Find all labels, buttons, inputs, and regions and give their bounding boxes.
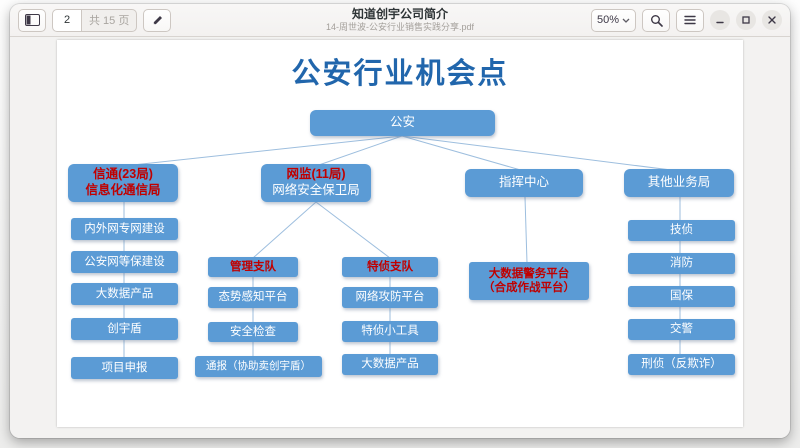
- org-node-bigdata-police-line1: 大数据警务平台: [488, 267, 570, 280]
- org-node-root: 公安: [310, 110, 495, 136]
- pdf-viewer-window: 2 共 15 页 知道创宇公司简介 14-周世波-公安行业销售实践分享.pdf …: [10, 4, 790, 438]
- pen-icon: [151, 14, 164, 27]
- org-node-traffic-police: 交警: [628, 319, 735, 340]
- org-node-wangjian: 网监(11局) 网络安全保卫局: [261, 164, 371, 202]
- org-node-xintong-line1: 信通(23局): [93, 167, 153, 182]
- minimize-icon: [715, 15, 725, 25]
- sidebar-toggle-button[interactable]: [18, 8, 46, 32]
- close-icon: [767, 15, 777, 25]
- maximize-icon: [741, 15, 751, 25]
- chevron-down-icon: [622, 18, 630, 23]
- page-total-label: 共 15 页: [82, 8, 138, 32]
- zoom-level-dropdown[interactable]: 50%: [590, 8, 636, 32]
- menu-button[interactable]: [676, 8, 704, 32]
- org-node-attack-defense-platform: 网络攻防平台: [342, 287, 438, 308]
- org-node-bigdata-police-platform: 大数据警务平台 （合成作战平台）: [469, 262, 589, 300]
- document-viewport[interactable]: 公安行业机会点 公安: [10, 37, 790, 438]
- org-node-other-bureaus: 其他业务局: [624, 169, 734, 197]
- org-node-xintong: 信通(23局) 信息化通信局: [68, 164, 178, 202]
- pdf-page: 公安行业机会点 公安: [57, 40, 743, 427]
- page-navigation-group: 2 共 15 页: [52, 8, 138, 32]
- org-node-wangjian-line2: 网络安全保卫局: [272, 183, 360, 197]
- org-node-criminal-invest: 刑侦（反欺诈）: [628, 354, 735, 375]
- headerbar-right: 50%: [590, 8, 782, 32]
- search-icon: [650, 14, 663, 27]
- org-node-security-check: 安全检查: [208, 322, 298, 342]
- org-node-fire: 消防: [628, 253, 735, 274]
- zoom-level-value: 50%: [596, 14, 619, 26]
- org-node-command-center: 指挥中心: [465, 169, 583, 197]
- headerbar-left: 2 共 15 页: [18, 8, 172, 32]
- org-node-notification: 通报（协助卖创宇盾）: [195, 356, 322, 377]
- org-node-situation-platform: 态势感知平台: [208, 287, 298, 308]
- org-node-bigdata-police-line2: （合成作战平台）: [483, 282, 575, 294]
- minimize-button[interactable]: [710, 10, 730, 30]
- org-node-jizhen: 技侦: [628, 220, 735, 241]
- search-button[interactable]: [642, 8, 670, 32]
- org-node-mlps-build: 公安网等保建设: [71, 251, 178, 273]
- org-node-wangjian-line1: 网监(11局): [286, 167, 346, 182]
- org-node-chuangyudun: 创宇盾: [71, 318, 178, 340]
- maximize-button[interactable]: [736, 10, 756, 30]
- document-filename: 14-周世波-公安行业销售实践分享.pdf: [325, 21, 475, 32]
- sidebar-panel-icon: [24, 14, 40, 26]
- document-title: 知道创宇公司简介: [351, 7, 448, 22]
- annotate-button[interactable]: [143, 8, 172, 32]
- org-node-special-tools: 特侦小工具: [342, 321, 438, 342]
- chart-title: 公安行业机会点: [291, 58, 509, 90]
- org-node-special-invest-label: 特侦支队: [367, 260, 413, 273]
- org-node-xintong-line2: 信息化通信局: [85, 183, 161, 197]
- org-node-intranet-build: 内外网专网建设: [71, 218, 178, 240]
- org-node-mgmt-detachment-label: 管理支队: [230, 260, 276, 273]
- hamburger-icon: [684, 15, 696, 25]
- close-button[interactable]: [762, 10, 782, 30]
- org-node-bigdata-product-mid: 大数据产品: [342, 354, 438, 375]
- org-node-guobao: 国保: [628, 286, 735, 307]
- org-node-project-declare: 项目申报: [71, 357, 178, 379]
- page-number-input[interactable]: 2: [52, 8, 82, 32]
- org-node-bigdata-product-left: 大数据产品: [71, 283, 178, 305]
- org-node-special-invest-detachment: 特侦支队: [342, 257, 438, 277]
- headerbar: 2 共 15 页 知道创宇公司简介 14-周世波-公安行业销售实践分享.pdf …: [10, 4, 790, 37]
- org-node-mgmt-detachment: 管理支队: [208, 257, 298, 277]
